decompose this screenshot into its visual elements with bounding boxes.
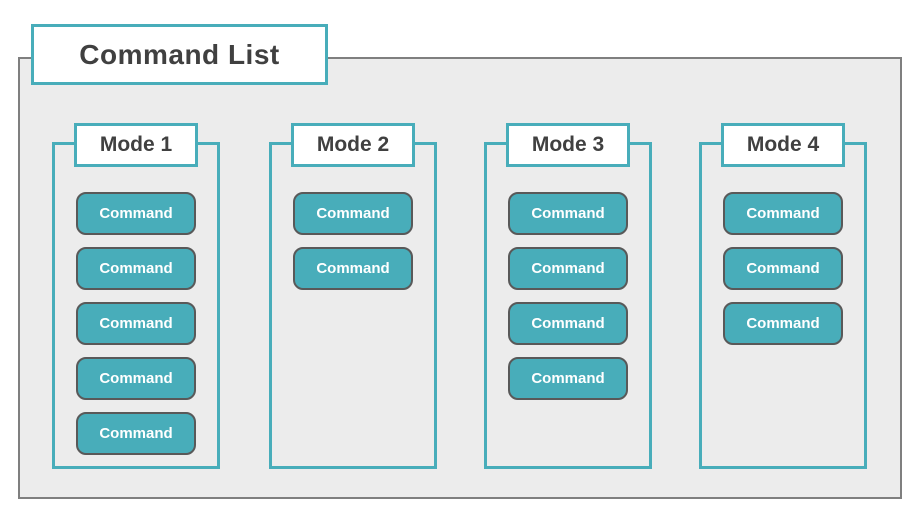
- command-button-3-4: Command: [508, 357, 628, 400]
- mode-title-label: Mode 1: [99, 133, 173, 156]
- command-button-1-4: Command: [76, 357, 196, 400]
- command-button-3-1: Command: [508, 192, 628, 235]
- command-button-2-2: Command: [293, 247, 413, 290]
- command-button-1-3: Command: [76, 302, 196, 345]
- mode-title-box: Mode 4: [721, 123, 845, 167]
- mode-title-box: Mode 1: [74, 123, 198, 167]
- diagram-title: Command List: [79, 38, 280, 70]
- command-button-4-1: Command: [723, 192, 843, 235]
- command-button-3-2: Command: [508, 247, 628, 290]
- command-button-1-1: Command: [76, 192, 196, 235]
- mode-title-box: Mode 2: [291, 123, 415, 167]
- mode-title-label: Mode 4: [746, 133, 820, 156]
- command-button-1-2: Command: [76, 247, 196, 290]
- mode-title-label: Mode 3: [531, 133, 605, 156]
- command-button-1-5: Command: [76, 412, 196, 455]
- mode-title-label: Mode 2: [316, 133, 390, 156]
- command-button-2-1: Command: [293, 192, 413, 235]
- mode-title-box: Mode 3: [506, 123, 630, 167]
- command-button-4-3: Command: [723, 302, 843, 345]
- command-button-4-2: Command: [723, 247, 843, 290]
- command-button-3-3: Command: [508, 302, 628, 345]
- diagram-title-box: Command List: [31, 24, 328, 85]
